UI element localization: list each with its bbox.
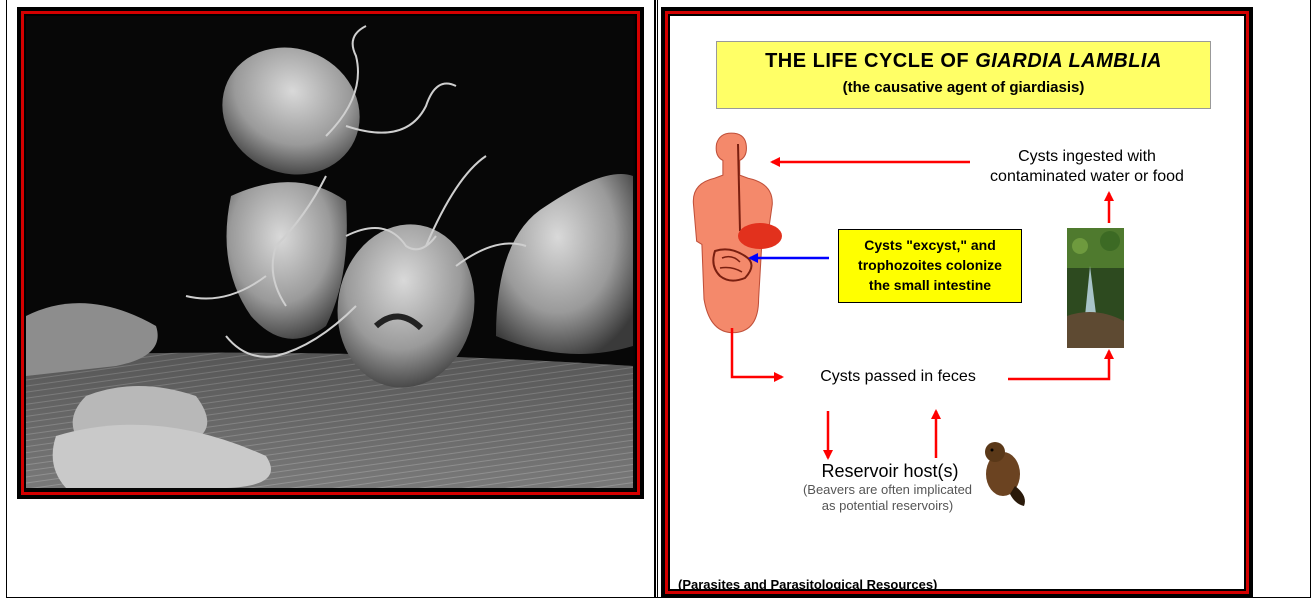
excyst-line2: trophozoites colonize (839, 255, 1021, 275)
ingested-line1: Cysts ingested with (962, 147, 1212, 167)
reservoir-label: Reservoir host(s) (795, 461, 985, 482)
arrow-to-stream (1008, 351, 1109, 379)
micrograph-frame (17, 7, 644, 499)
giardia-micrograph-illustration (26, 16, 633, 488)
beaver-icon (985, 442, 1025, 506)
divider-line (657, 0, 658, 598)
giardia-micrograph-image (26, 16, 635, 490)
human-torso-icon (693, 133, 782, 332)
excyst-line1: Cysts "excyst," and (839, 235, 1021, 255)
excyst-callout: Cysts "excyst," and trophozoites coloniz… (838, 229, 1022, 303)
life-cycle-frame: The Life Cycle of Giardia lamblia (the c… (661, 7, 1253, 598)
ingested-line2: contaminated water or food (962, 167, 1212, 187)
arrow-to-feces (732, 328, 782, 377)
excyst-line3: the small intestine (839, 275, 1021, 295)
reservoir-note: (Beavers are often implicated as potenti… (785, 482, 990, 514)
passed-label: Cysts passed in feces (788, 368, 1008, 386)
reservoir-note-line1: (Beavers are often implicated (785, 482, 990, 498)
life-cycle-diagram: The Life Cycle of Giardia lamblia (the c… (670, 16, 1244, 589)
ingested-label: Cysts ingested with contaminated water o… (962, 147, 1212, 187)
source-credit: (Parasites and Parasitological Resources… (678, 577, 937, 589)
reservoir-note-line2: as potential reservoirs) (785, 498, 990, 514)
forest-stream-photo (1067, 228, 1124, 348)
